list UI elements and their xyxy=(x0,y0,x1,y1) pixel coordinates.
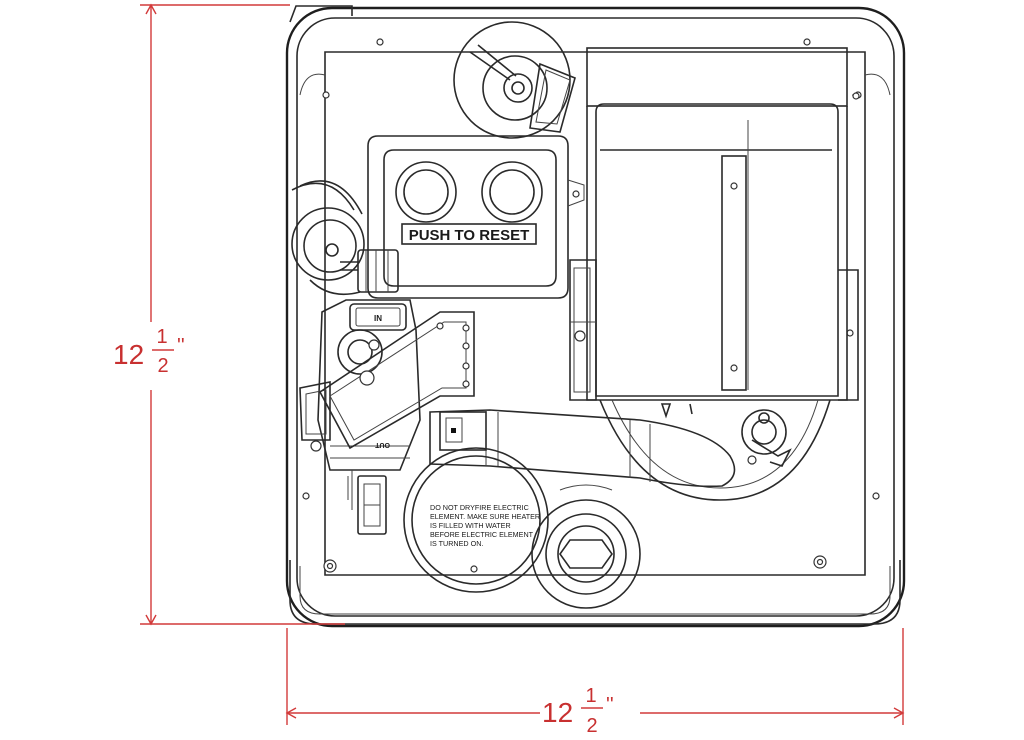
power-switch xyxy=(347,470,387,535)
element-cover: DO NOT DRYFIRE ELECTRIC ELEMENT. MAKE SU… xyxy=(403,447,549,593)
side-bracket xyxy=(569,259,597,401)
control-valve: OUT xyxy=(299,299,421,471)
igniter-assembly xyxy=(741,409,792,467)
height-numerator: 1 xyxy=(156,326,167,348)
warning-line-3: IS FILLED WITH WATER xyxy=(430,521,511,530)
outlet-label: OUT xyxy=(375,441,391,448)
warning-line-1: DO NOT DRYFIRE ELECTRIC xyxy=(430,503,529,512)
inlet-marker: IN xyxy=(349,303,407,331)
angle-bracket xyxy=(318,311,475,450)
width-whole: 12 xyxy=(542,697,573,728)
width-denominator: 2 xyxy=(586,715,597,737)
height-unit: '' xyxy=(177,335,185,357)
wire-connector xyxy=(340,249,399,293)
reset-label: PUSH TO RESET xyxy=(401,223,537,245)
thermostat-dome xyxy=(291,180,365,296)
drain-plug xyxy=(531,484,641,609)
burner-tube xyxy=(599,399,831,501)
width-dimension: 12 1 2 '' xyxy=(285,628,905,737)
reset-label-text: PUSH TO RESET xyxy=(409,227,530,244)
height-dimension: 12 1 2 '' xyxy=(113,3,345,626)
mounting-screws xyxy=(302,38,880,573)
width-numerator: 1 xyxy=(585,685,596,707)
reset-buttons xyxy=(395,161,543,223)
inlet-marker-text: IN xyxy=(374,314,382,323)
burner-cover xyxy=(586,47,860,401)
warning-line-5: IS TURNED ON. xyxy=(430,539,483,548)
gas-valve-knob xyxy=(453,21,576,139)
height-denominator: 2 xyxy=(157,355,168,377)
warning-line-4: BEFORE ELECTRIC ELEMENT xyxy=(430,530,534,539)
width-unit: '' xyxy=(606,694,614,716)
warning-line-2: ELEMENT. MAKE SURE HEATER xyxy=(430,512,540,521)
reset-housing xyxy=(367,135,585,299)
element-arm xyxy=(429,409,736,488)
height-whole: 12 xyxy=(113,339,144,370)
